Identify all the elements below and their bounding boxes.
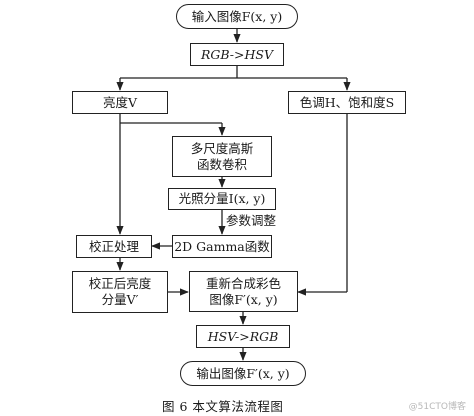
figure-caption: 图 6 本文算法流程图 (162, 399, 284, 414)
corrected-brightness-line2: 分量V′ (101, 292, 139, 307)
parameter-tuning-label: 参数调整 (226, 213, 277, 228)
output-image-label: 输出图像F′(x, y) (196, 365, 290, 381)
brightness-v-label: 亮度V (102, 94, 138, 110)
recompose-color-image-node: 重新合成彩色 图像F′(x, y) (189, 271, 298, 312)
hue-saturation-label: 色调H、饱和度S (299, 94, 395, 110)
recompose-color-image-line2: 图像F′(x, y) (209, 291, 278, 307)
rgb-to-hsv-label: RGB->HSV (200, 46, 273, 62)
correction-process-node: 校正处理 (76, 235, 152, 258)
illumination-component-label: 光照分量I(x, y) (178, 191, 266, 206)
gaussian-convolution-line2: 函数卷积 (196, 156, 247, 172)
hsv-to-rgb-node: HSV->RGB (196, 325, 290, 348)
output-image-node: 输出图像F′(x, y) (180, 361, 306, 386)
gamma-function-label: 2D Gamma函数 (174, 238, 270, 254)
hsv-to-rgb-label: HSV->RGB (207, 328, 279, 344)
corrected-brightness-node: 校正后亮度 分量V′ (72, 271, 168, 313)
gamma-function-node: 2D Gamma函数 (172, 235, 272, 258)
recompose-color-image-line1: 重新合成彩色 (205, 275, 281, 291)
watermark: @51CTO博客 (408, 402, 466, 412)
corrected-brightness-line1: 校正后亮度 (88, 276, 152, 291)
input-image-node: 输入图像F(x, y) (176, 4, 298, 29)
gaussian-convolution-line1: 多尺度高斯 (190, 140, 254, 156)
hue-saturation-node: 色调H、饱和度S (288, 91, 406, 114)
rgb-to-hsv-node: RGB->HSV (190, 43, 284, 66)
correction-process-label: 校正处理 (88, 238, 139, 254)
gaussian-convolution-node: 多尺度高斯 函数卷积 (172, 136, 272, 177)
illumination-component-node: 光照分量I(x, y) (168, 188, 276, 210)
input-image-label: 输入图像F(x, y) (191, 8, 283, 24)
brightness-v-node: 亮度V (72, 91, 168, 114)
